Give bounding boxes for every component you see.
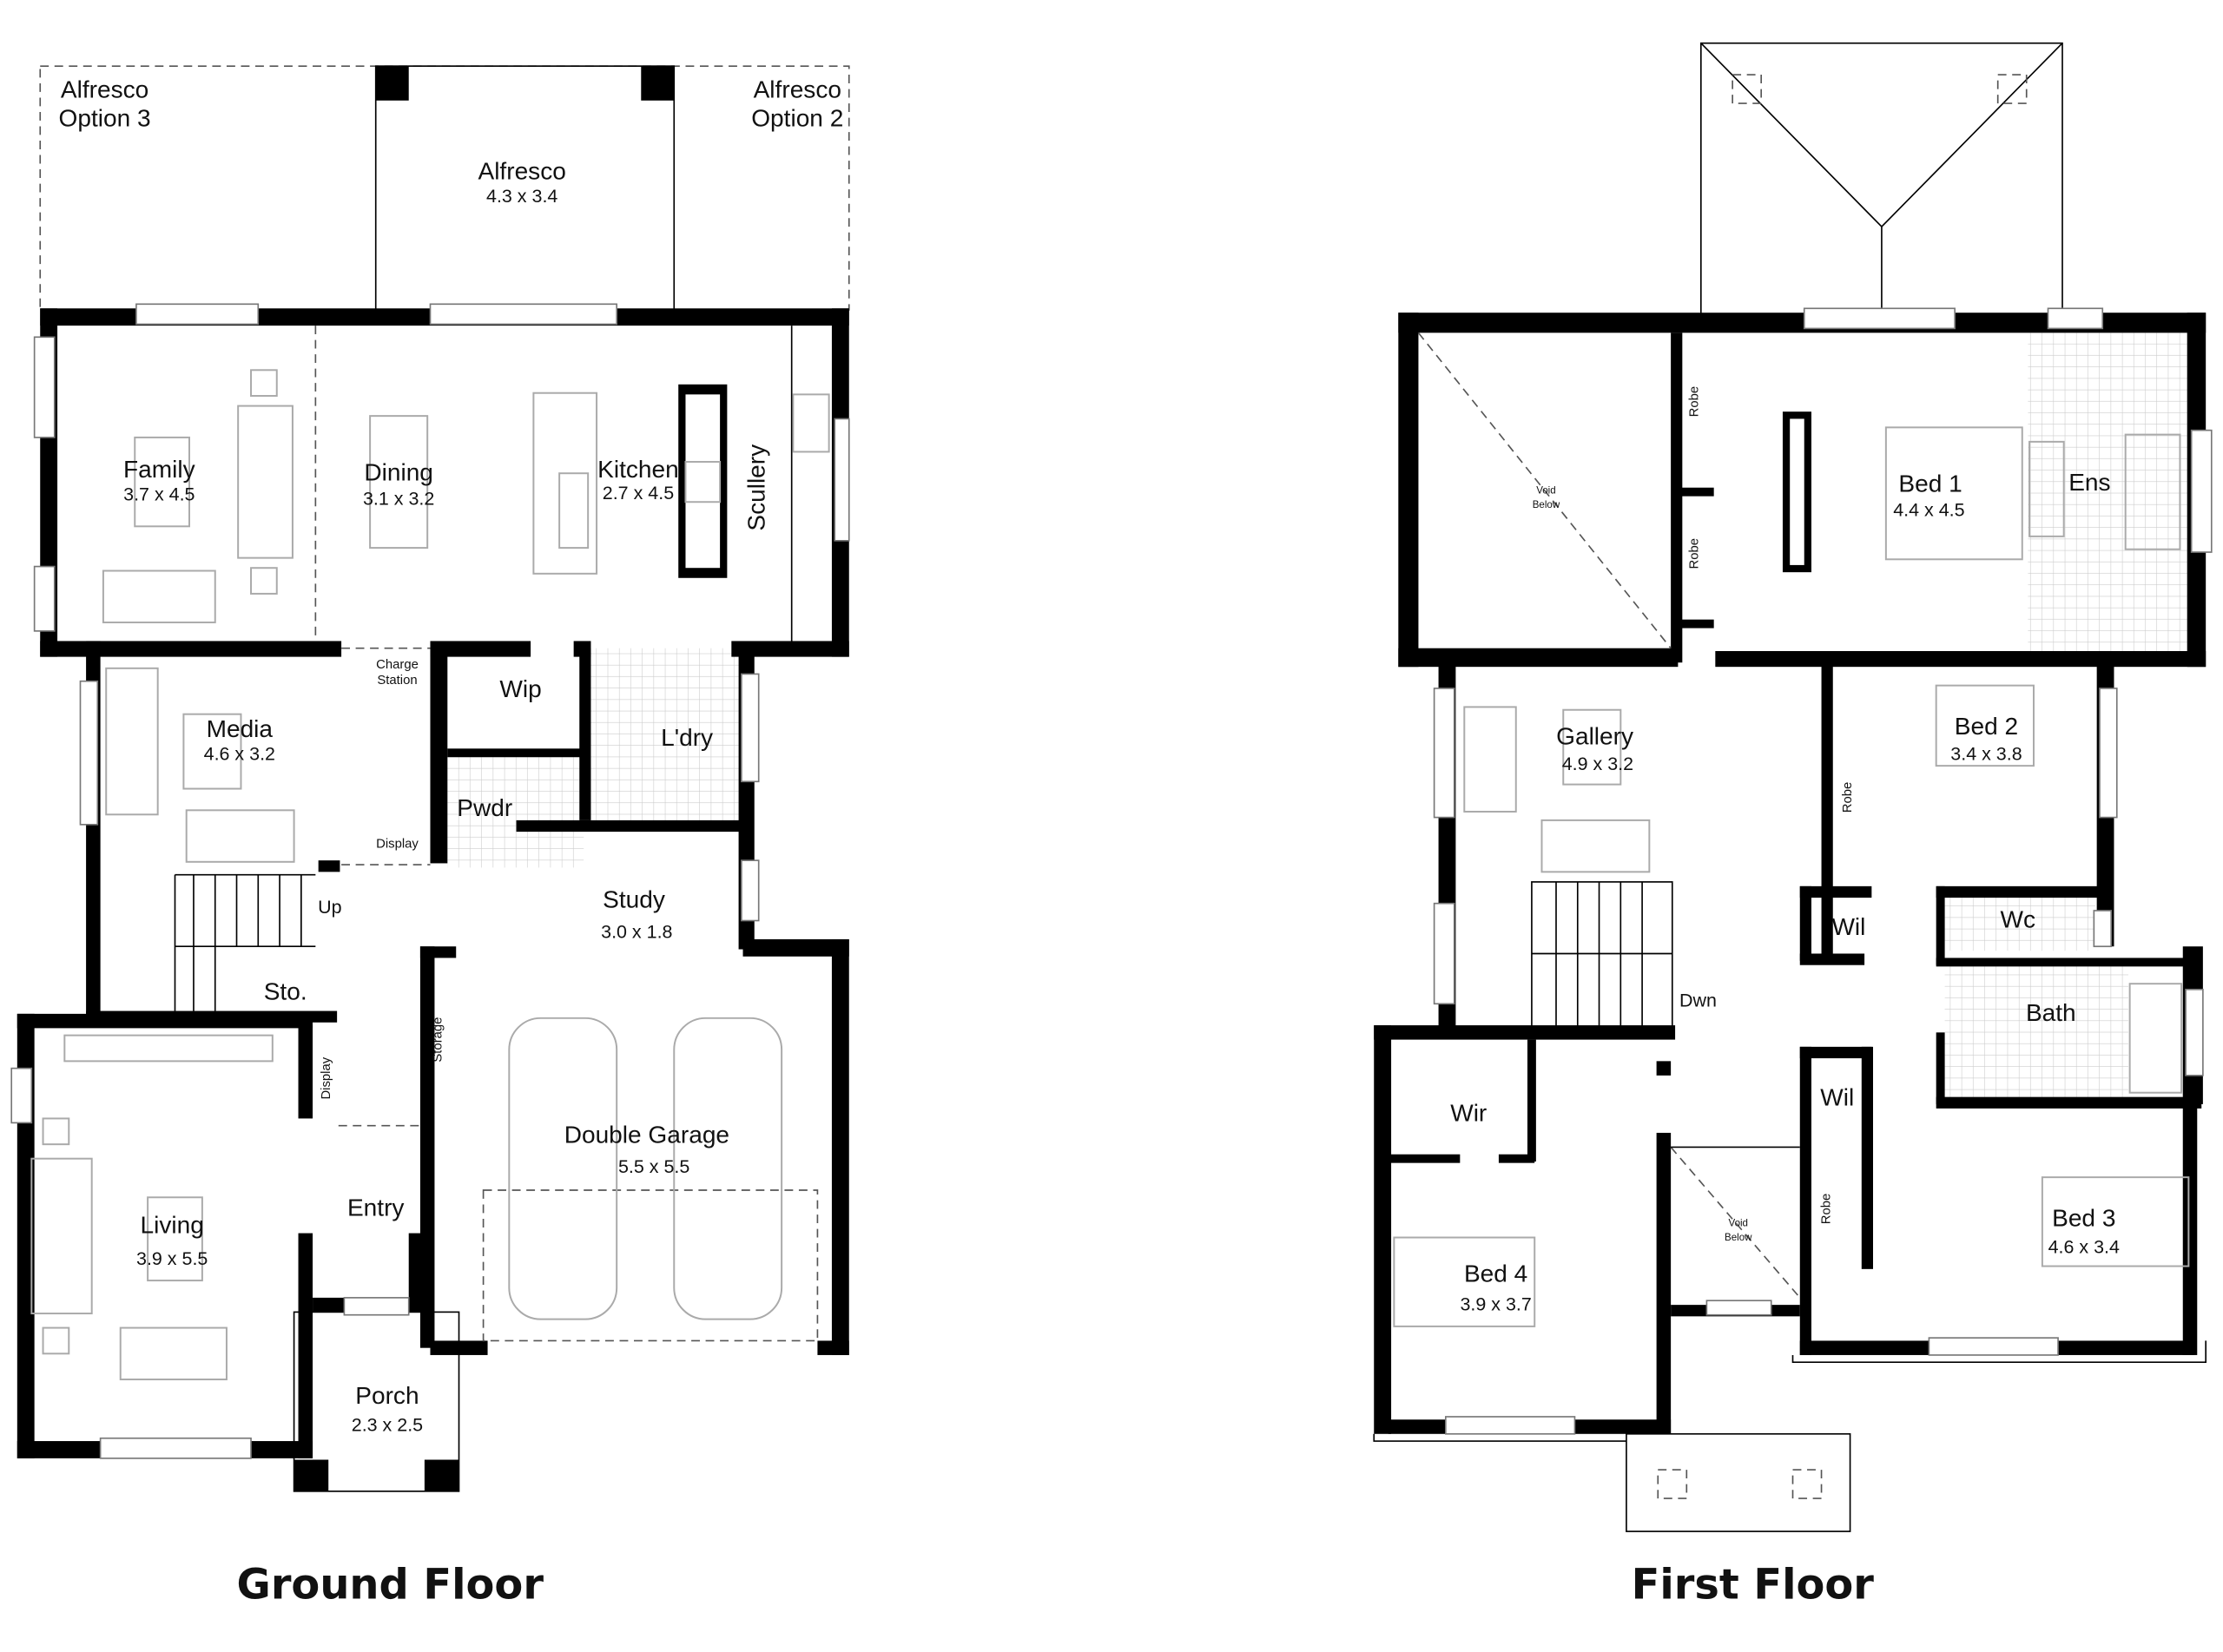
annotation: Up <box>318 897 342 918</box>
void-label: Below <box>1533 500 1560 510</box>
room-size: 2.3 x 2.5 <box>352 1414 423 1435</box>
room-label: Alfresco <box>754 76 841 102</box>
room-label: Family <box>123 456 195 483</box>
void-label: Void <box>1729 1218 1748 1228</box>
room-label: Wil <box>1820 1084 1854 1111</box>
ground-floor-plan: Alfresco Option 3 Alfresco Option 2 Alfr… <box>10 65 850 1609</box>
room-label: Option 3 <box>59 105 151 132</box>
porch-roof-outline <box>1626 1432 1851 1532</box>
room-label: Entry <box>347 1195 405 1221</box>
robe-label: Robe <box>1841 782 1855 813</box>
room-size: 3.4 x 3.8 <box>1950 744 2022 765</box>
room-size: 3.9 x 5.5 <box>136 1248 208 1269</box>
room-label: Double Garage <box>564 1122 729 1149</box>
room-label: Bed 2 <box>1955 713 2018 740</box>
bath-tiles <box>1944 964 2128 1100</box>
room-size: 3.7 x 4.5 <box>123 484 195 505</box>
first-floor-plan: Bed 1 4.4 x 4.5 Ens Gallery 4.9 x 3.2 Be… <box>1373 42 2213 1609</box>
ground-labels: Alfresco Option 3 Alfresco Option 2 Alfr… <box>59 76 844 1435</box>
room-label: Kitchen <box>597 456 679 483</box>
room-label: Wir <box>1450 1100 1487 1127</box>
wc-tiles <box>1944 896 2096 951</box>
room-label: Wc <box>2001 906 2036 933</box>
robe-label: Robe <box>1819 1194 1833 1225</box>
room-label: Media <box>207 715 274 742</box>
post <box>641 66 675 101</box>
room-size: 3.9 x 3.7 <box>1460 1294 1531 1315</box>
post <box>375 66 409 101</box>
room-size: 3.1 x 3.2 <box>363 489 434 510</box>
garage-slab-outline <box>482 1189 819 1342</box>
powder-tiles <box>447 753 584 868</box>
first-furniture <box>1393 411 2190 1327</box>
room-label: Bed 4 <box>1464 1260 1527 1287</box>
room-label: Bath <box>2026 999 2076 1026</box>
room-label: Sto. <box>264 977 307 1004</box>
room-label: Alfresco <box>478 158 565 185</box>
laundry-tiles <box>588 648 743 820</box>
room-size: 5.5 x 5.5 <box>618 1156 689 1177</box>
ensuite-tiles <box>2028 332 2187 652</box>
room-label: Dining <box>364 458 433 485</box>
first-labels: Bed 1 4.4 x 4.5 Ens Gallery 4.9 x 3.2 Be… <box>1450 386 2120 1315</box>
first-floor-title: First Floor <box>1632 1562 1875 1609</box>
annotation: Charge <box>376 658 419 672</box>
room-label: Alfresco <box>61 76 148 102</box>
room-size: 4.6 x 3.4 <box>2048 1237 2120 1258</box>
room-label: Living <box>141 1212 204 1239</box>
robe-label: Robe <box>1688 538 1702 569</box>
room-label: Study <box>603 886 665 913</box>
annotation: Display <box>320 1056 333 1099</box>
alfresco-option-outline <box>39 65 850 311</box>
room-label: Gallery <box>1556 722 1633 749</box>
annotation: Station <box>377 674 417 688</box>
room-size: 3.0 x 1.8 <box>601 921 672 942</box>
room-size: 4.9 x 3.2 <box>1562 754 1633 774</box>
ground-floor-title: Ground Floor <box>237 1562 544 1609</box>
room-label: Bed 1 <box>1898 471 1962 497</box>
robe-label: Robe <box>1688 386 1702 418</box>
ground-windows <box>10 303 850 1459</box>
room-size: 4.6 x 3.2 <box>204 744 275 765</box>
room-label: Bed 3 <box>2052 1204 2115 1231</box>
void-label: Below <box>1725 1233 1752 1243</box>
room-size: 2.7 x 4.5 <box>603 483 674 503</box>
annotation: Display <box>376 837 419 851</box>
room-size: 4.4 x 4.5 <box>1893 500 1964 521</box>
room-label: Scullery <box>742 444 769 531</box>
annotation: Storage <box>432 1017 445 1063</box>
room-label: L'dry <box>661 724 713 751</box>
room-label: Wip <box>499 675 541 702</box>
ground-furniture <box>30 369 830 1381</box>
room-size: 4.3 x 3.4 <box>486 186 557 207</box>
room-label: Option 2 <box>751 105 843 132</box>
stairs-label: Dwn <box>1679 991 1717 1011</box>
room-label: Pwdr <box>457 794 512 821</box>
room-label: Ens <box>2068 469 2110 496</box>
first-windows <box>1433 307 2213 1435</box>
room-label: Porch <box>355 1382 419 1409</box>
room-label: Wil <box>1831 913 1865 940</box>
void-label: Void <box>1536 485 1555 496</box>
